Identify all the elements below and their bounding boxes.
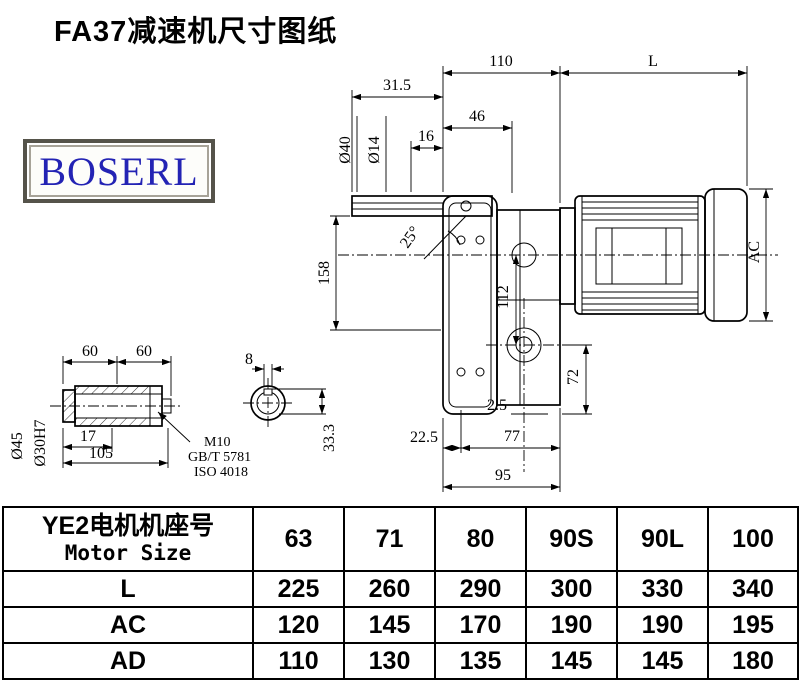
shaft-detail-view: 60 60 Ø45 Ø30H7 17 105 M10 GB/T 5781 ISO… xyxy=(9,343,251,480)
row-label-AD: AD xyxy=(2,642,254,680)
dim-angle-25: 25° xyxy=(397,223,424,251)
header-line1: YE2电机机座号 xyxy=(41,512,215,541)
dim-22-5: 22.5 xyxy=(410,429,438,446)
dim-77: 77 xyxy=(504,428,520,445)
shaft-section-view: 8 33.3 xyxy=(243,351,338,452)
table-row-AC: AC 120 145 170 190 190 195 xyxy=(2,606,799,644)
motor-size-header-cell: YE2电机机座号 Motor Size xyxy=(2,506,254,572)
col-header-90s: 90S xyxy=(525,506,618,572)
header-line2: Motor Size xyxy=(64,541,192,566)
dim-110: 110 xyxy=(489,53,512,70)
cell-AC-90s: 190 xyxy=(525,606,618,644)
dim-33-3: 33.3 xyxy=(321,424,338,452)
dim-AC: AC xyxy=(746,241,763,263)
dim-dia45: Ø45 xyxy=(9,432,26,460)
table-row-AD: AD 110 130 135 145 145 180 xyxy=(2,642,799,680)
dim-72: 72 xyxy=(565,369,582,385)
brand-logo-text: BOSERL xyxy=(39,148,199,194)
dim-31-5: 31.5 xyxy=(383,77,411,94)
col-header-100: 100 xyxy=(707,506,799,572)
gearbox-motor-view xyxy=(338,188,778,472)
label-thread-m10: M10 xyxy=(204,435,230,450)
cell-AC-80: 170 xyxy=(434,606,527,644)
cell-L-71: 260 xyxy=(343,570,436,608)
row-label-AC: AC xyxy=(2,606,254,644)
page-title: FA37减速机尺寸图纸 xyxy=(54,16,338,48)
label-std-gb: GB/T 5781 xyxy=(188,450,251,465)
cell-AD-90s: 145 xyxy=(525,642,618,680)
cell-AD-80: 135 xyxy=(434,642,527,680)
table-row-L: L 225 260 290 300 330 340 xyxy=(2,570,799,608)
cell-L-90l: 330 xyxy=(616,570,709,608)
cell-AD-71: 130 xyxy=(343,642,436,680)
col-header-90l: 90L xyxy=(616,506,709,572)
dim-key-8: 8 xyxy=(245,351,253,368)
brand-logo: BOSERL xyxy=(23,139,215,203)
col-header-63: 63 xyxy=(252,506,345,572)
col-header-80: 80 xyxy=(434,506,527,572)
dim-112: 112 xyxy=(495,285,512,308)
cell-L-90s: 300 xyxy=(525,570,618,608)
dim-60-a: 60 xyxy=(82,343,98,360)
cell-AC-90l: 190 xyxy=(616,606,709,644)
dim-dia14: Ø14 xyxy=(366,136,383,164)
dim-105: 105 xyxy=(89,445,113,462)
row-label-L: L xyxy=(2,570,254,608)
dim-2-5: 2.5 xyxy=(487,397,507,414)
motor-size-table: YE2电机机座号 Motor Size 63 71 80 90S 90L 100… xyxy=(2,506,799,680)
dim-dia40: Ø40 xyxy=(337,136,354,164)
dim-16: 16 xyxy=(418,128,434,145)
dim-17: 17 xyxy=(80,428,96,445)
cell-AC-100: 195 xyxy=(707,606,799,644)
cell-L-63: 225 xyxy=(252,570,345,608)
cell-AC-63: 120 xyxy=(252,606,345,644)
cell-AD-63: 110 xyxy=(252,642,345,680)
dim-158: 158 xyxy=(316,261,333,285)
dim-L: L xyxy=(648,53,658,70)
cell-L-100: 340 xyxy=(707,570,799,608)
cell-AD-100: 180 xyxy=(707,642,799,680)
dim-60-b: 60 xyxy=(136,343,152,360)
cell-AD-90l: 145 xyxy=(616,642,709,680)
cell-AC-71: 145 xyxy=(343,606,436,644)
dim-dia30h7: Ø30H7 xyxy=(32,419,49,466)
dim-95: 95 xyxy=(495,467,511,484)
col-header-71: 71 xyxy=(343,506,436,572)
technical-drawing: 110 L 31.5 46 16 Ø40 Ø14 25° 158 112 AC xyxy=(9,53,778,492)
cell-L-80: 290 xyxy=(434,570,527,608)
dim-46: 46 xyxy=(469,108,485,125)
table-header-row: YE2电机机座号 Motor Size 63 71 80 90S 90L 100 xyxy=(2,506,799,572)
label-std-iso: ISO 4018 xyxy=(194,465,248,480)
